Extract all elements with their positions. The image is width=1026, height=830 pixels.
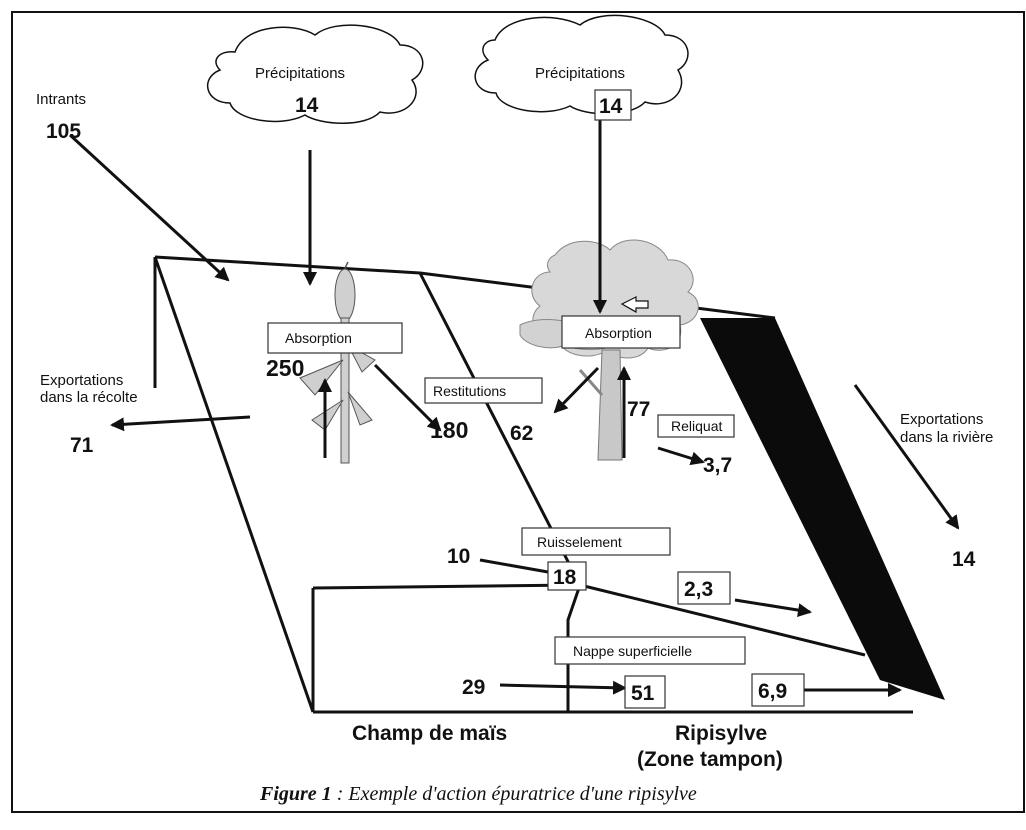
- nappe-exit-value: 6,9: [758, 680, 787, 703]
- harvest-export-value: 71: [70, 434, 94, 457]
- river-export-value: 14: [952, 548, 976, 571]
- runoff-exit-arrow: [734, 598, 812, 618]
- nappe-label: Nappe superficielle: [573, 643, 692, 659]
- ruissellement-in: 10: [447, 545, 470, 568]
- small-arrow-icon: [620, 296, 649, 314]
- maize-plant-icon: [299, 261, 376, 464]
- precip-left-value: 14: [295, 94, 319, 117]
- intrants-value: 105: [46, 120, 81, 143]
- ruissellement-label: Ruisselement: [537, 534, 622, 550]
- river-strip: [700, 318, 945, 700]
- nappe-out: 51: [631, 682, 655, 705]
- river-export-label-1: Exportations: [900, 411, 983, 428]
- absorption-maize-value: 250: [266, 355, 304, 381]
- river-export-label-2: dans la rivière: [900, 429, 993, 446]
- tree-uptake-value: 77: [627, 398, 650, 421]
- restitutions-maize-value: 180: [430, 417, 468, 443]
- absorption-maize-label: Absorption: [285, 330, 352, 346]
- cloud-left: [206, 24, 424, 124]
- field-zone-label: Champ de maïs: [352, 722, 507, 745]
- caption-prefix: Figure 1: [259, 783, 332, 805]
- intrants-arrow: [68, 133, 230, 282]
- intrants-label: Intrants: [36, 91, 86, 108]
- precip-right-label: Précipitations: [535, 65, 625, 82]
- harvest-export-label-1: Exportations: [40, 372, 123, 389]
- ruissellement-out: 18: [553, 566, 577, 589]
- nappe-in: 29: [462, 676, 485, 699]
- caption-text: : Exemple d'action épuratrice d'une ripi…: [332, 783, 697, 805]
- reliquat-label: Reliquat: [671, 418, 722, 434]
- tree-restitution-arrow: [553, 366, 600, 414]
- maize-restitution-arrow: [373, 363, 442, 432]
- reliquat-value: 3,7: [703, 454, 732, 477]
- absorption-tree-label: Absorption: [585, 325, 652, 341]
- figure-caption: Figure 1 : Exemple d'action épuratrice d…: [259, 783, 697, 805]
- nappe-in-arrow: [499, 680, 627, 695]
- reliquat-arrow: [657, 446, 705, 466]
- outer-border: [11, 11, 1025, 813]
- restitutions-tree-value: 62: [510, 422, 533, 445]
- buffer-zone-label-1: Ripisylve: [675, 722, 767, 745]
- runoff-exit-value: 2,3: [684, 578, 713, 601]
- harvest-export-arrow: [110, 415, 251, 432]
- flow-arrows: [68, 120, 960, 697]
- restitutions-label: Restitutions: [433, 383, 506, 399]
- label-boxes: [267, 89, 805, 709]
- precip-left-label: Précipitations: [255, 65, 345, 82]
- river-export-arrow: [853, 384, 960, 530]
- harvest-export-label-2: dans la récolte: [40, 389, 138, 406]
- buffer-zone-label-2: (Zone tampon): [637, 748, 783, 771]
- precip-right-value: 14: [599, 95, 623, 118]
- cloud-right: [474, 14, 689, 115]
